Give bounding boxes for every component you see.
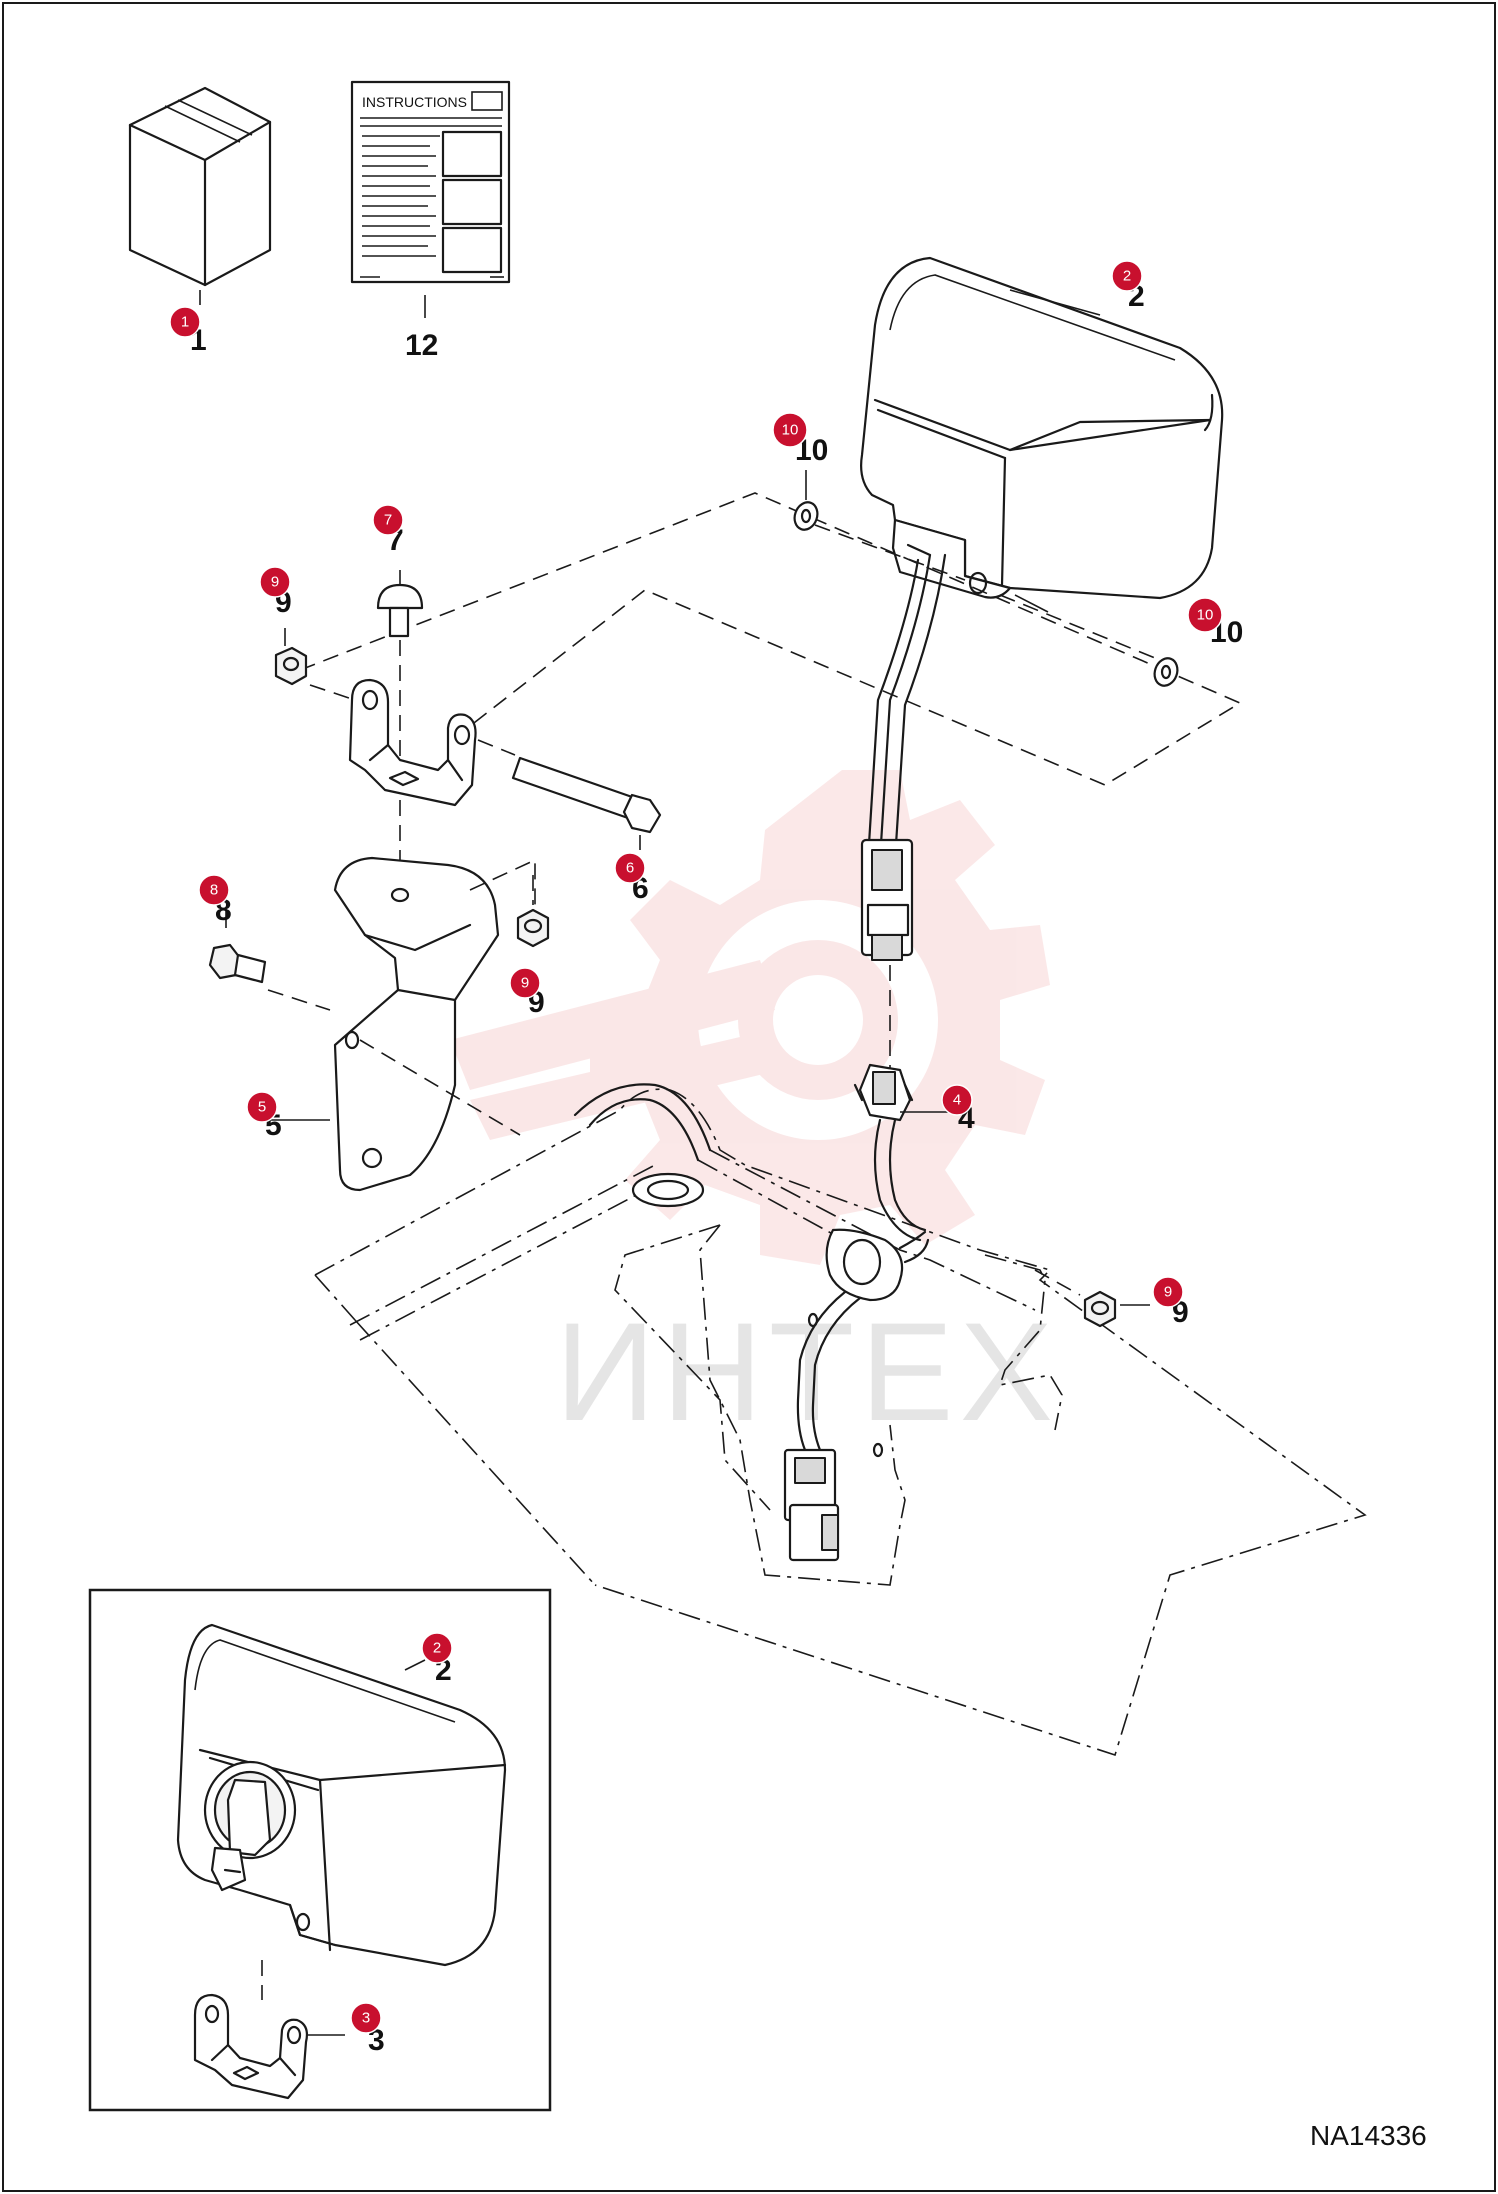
part-9-nut-b xyxy=(516,875,550,948)
bubble-10-a[interactable]: 10 xyxy=(772,412,808,448)
svg-text:2: 2 xyxy=(433,1640,441,1657)
bubble-9-a[interactable]: 9 xyxy=(259,566,291,598)
bubble-7[interactable]: 7 xyxy=(372,504,404,536)
part-10-washer-b xyxy=(1153,657,1179,687)
svg-text:7: 7 xyxy=(384,512,392,529)
bubble-2-detail[interactable]: 2 xyxy=(421,1632,453,1664)
detail-inset xyxy=(88,1588,552,2112)
svg-text:8: 8 xyxy=(210,882,218,899)
guide-lines-mount xyxy=(299,492,1242,786)
callout-labels: 1 12 2 10 10 7 9 6 8 9 5 4 9 2 3 xyxy=(190,280,1243,2057)
svg-text:9: 9 xyxy=(521,975,529,992)
bubble-9-b[interactable]: 9 xyxy=(509,967,541,999)
svg-text:9: 9 xyxy=(271,574,279,591)
svg-text:1: 1 xyxy=(181,314,189,331)
bubble-4[interactable]: 4 xyxy=(941,1084,973,1116)
part-2-light-housing xyxy=(860,256,1224,600)
svg-text:9: 9 xyxy=(1164,1284,1172,1301)
callout-bubbles: 1 2 10 10 7 9 6 8 9 5 4 9 2 3 xyxy=(169,260,1223,2034)
part-6-hex-bolt xyxy=(477,739,662,850)
watermark-text: ИНТЕХ xyxy=(555,1293,1059,1450)
svg-text:3: 3 xyxy=(362,2010,370,2027)
svg-text:2: 2 xyxy=(1123,268,1131,285)
bubble-6[interactable]: 6 xyxy=(614,852,646,884)
part-12-instructions: INSTRUCTIONS xyxy=(350,80,511,318)
wire-harness-lower xyxy=(783,1228,930,1562)
svg-text:10: 10 xyxy=(782,422,799,439)
part-5-mounting-bracket xyxy=(333,800,536,1192)
drawing-code: NA14336 xyxy=(1310,2120,1427,2151)
machine-frame-phantom xyxy=(314,1083,1367,1757)
part-10-washer-a xyxy=(793,470,819,531)
callout-number-12: 12 xyxy=(405,329,438,362)
wire-harness-upper xyxy=(860,553,947,961)
bubble-9-c[interactable]: 9 xyxy=(1152,1276,1184,1308)
bubble-10-b[interactable]: 10 xyxy=(1187,597,1223,633)
part-1-box xyxy=(128,86,272,305)
bubble-1[interactable]: 1 xyxy=(169,306,201,338)
svg-text:4: 4 xyxy=(953,1092,961,1109)
svg-text:10: 10 xyxy=(1197,607,1214,624)
bubble-5[interactable]: 5 xyxy=(246,1091,278,1123)
bubble-2[interactable]: 2 xyxy=(1111,260,1143,292)
leader-lines xyxy=(260,289,1101,1121)
part-4-connector-plug xyxy=(853,1063,927,1242)
part-8-flange-bolt xyxy=(208,908,521,1136)
part-3-u-bracket xyxy=(348,678,477,807)
instructions-heading: INSTRUCTIONS xyxy=(362,94,467,110)
part-9-nut-c xyxy=(1034,1269,1150,1328)
bubble-3[interactable]: 3 xyxy=(350,2002,382,2034)
svg-text:5: 5 xyxy=(258,1099,266,1116)
svg-text:6: 6 xyxy=(626,860,634,877)
bubble-8[interactable]: 8 xyxy=(198,874,230,906)
part-9-nut-a xyxy=(274,628,308,686)
part-7-carriage-bolt xyxy=(376,570,424,790)
